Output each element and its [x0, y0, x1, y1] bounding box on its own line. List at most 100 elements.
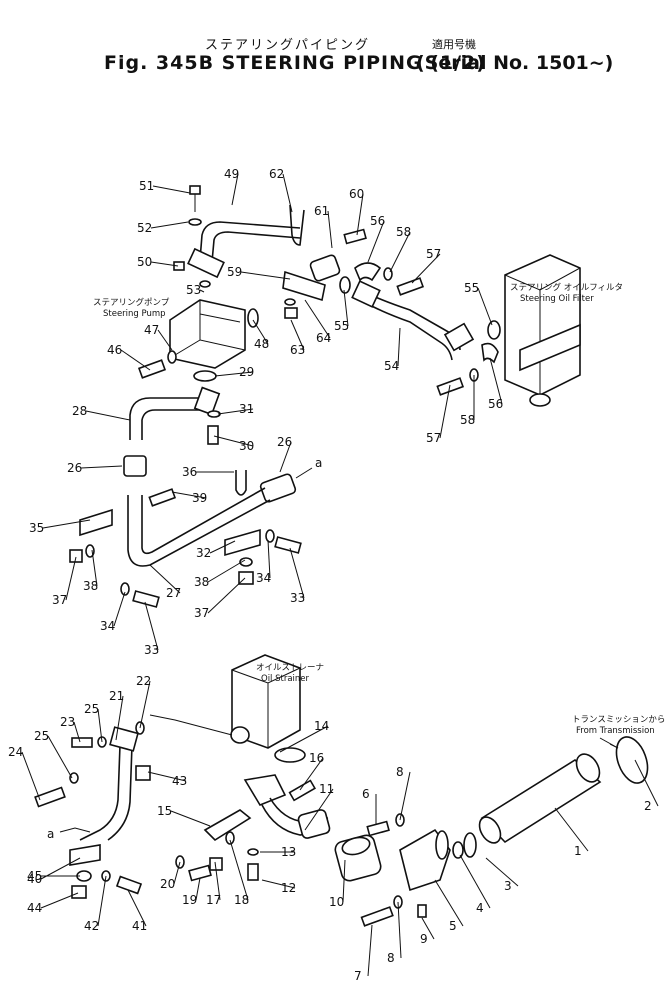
bolt-60: [343, 228, 367, 245]
callout-15: 15: [157, 804, 211, 827]
washer-47: [167, 350, 177, 364]
callout-number: 11: [319, 782, 334, 796]
callout-leader: [356, 193, 364, 236]
o-ring-14: [274, 747, 306, 763]
callout-63: 63: [290, 319, 305, 357]
clamp-61: [309, 254, 341, 282]
callout-number: 53: [186, 283, 201, 297]
callout-leader: [397, 327, 401, 367]
callout-number: 44: [27, 901, 42, 915]
callout-leader: [252, 319, 269, 345]
callout-leader: [231, 173, 239, 206]
callout-number: 7: [354, 969, 362, 982]
callout-28: 28: [72, 404, 131, 421]
steering-oil-filter: [504, 254, 581, 407]
callout-leader: [207, 577, 246, 614]
callout-number: 63: [290, 343, 305, 357]
connection-mark-upper: a: [315, 456, 322, 470]
callout-leader: [299, 757, 324, 791]
callout-44: 44: [27, 892, 79, 915]
bracket-43: [135, 765, 151, 781]
callout-55: 55: [464, 281, 493, 326]
callout-number: 26: [277, 435, 292, 449]
callout-leader: [80, 465, 123, 469]
washer-25-lower: [69, 772, 79, 784]
callout-leader: [459, 854, 491, 909]
callout-5: 5: [434, 879, 464, 933]
bolt-23: [71, 737, 93, 748]
serial-label-japanese: 適用号機: [432, 38, 476, 51]
steering-oil-filter-label-jp: ステアリング オイルフィルタ: [510, 282, 623, 293]
callout-10: 10: [329, 859, 346, 909]
clamp-56-upper: [354, 262, 382, 282]
callout-number: 56: [370, 214, 385, 228]
callout-number: 13: [281, 845, 296, 859]
bracket-40: [69, 844, 101, 866]
callout-56: 56: [488, 357, 503, 411]
callout-number: 61: [314, 204, 329, 218]
callout-4: 4: [459, 854, 491, 915]
callout-number: 50: [137, 255, 152, 269]
bolt-33-left: [132, 590, 160, 608]
callout-leader: [97, 875, 107, 927]
callout-number: 33: [144, 643, 159, 657]
callout-leader: [115, 695, 124, 741]
callout-26: 26: [67, 461, 123, 475]
callout-leader: [229, 839, 249, 901]
callout-number: 58: [396, 225, 411, 239]
callout-number: 1: [574, 844, 582, 858]
callout-leader: [434, 879, 464, 927]
callout-leader: [144, 601, 159, 651]
callout-39: 39: [171, 491, 207, 505]
oil-strainer-label: Oil Strainer: [261, 674, 310, 684]
callout-leader: [261, 879, 296, 889]
callout-leader: [485, 857, 519, 887]
callout-number: 52: [137, 221, 152, 235]
bolt-41: [115, 875, 143, 895]
callout-61: 61: [314, 204, 333, 249]
callout-23: 23: [60, 715, 81, 743]
callout-19: 19: [182, 877, 201, 907]
callout-62: 62: [269, 167, 293, 213]
callout-leader: [367, 220, 385, 263]
filter-pipe-54: [351, 280, 475, 361]
callout-14: 14: [279, 719, 329, 753]
callout-leader: [214, 371, 254, 377]
o-ring-4: [452, 841, 464, 859]
callout-59: 59: [227, 265, 291, 280]
bolt-33-right: [274, 536, 302, 554]
callout-leader: [47, 735, 73, 779]
callout-leader: [147, 771, 187, 782]
callout-number: 29: [239, 365, 254, 379]
callout-number: 15: [157, 804, 172, 818]
callout-49: 49: [224, 167, 239, 206]
callout-31: 31: [217, 402, 254, 416]
washer-52: [188, 218, 202, 226]
callout-number: 3: [504, 879, 512, 893]
callout-leader: [195, 877, 201, 901]
callout-number: 19: [182, 893, 197, 907]
callout-number: 49: [224, 167, 239, 181]
callout-number: 39: [192, 491, 207, 505]
bolt-16: [288, 779, 316, 802]
callout-number: 34: [256, 571, 271, 585]
callout-number: 25: [34, 729, 49, 743]
callout-17: 17: [206, 861, 221, 907]
callout-leader: [267, 539, 271, 579]
callout-leader: [171, 491, 207, 499]
washer-38-left: [85, 544, 95, 558]
callout-leader: [209, 540, 236, 554]
bolt-57-upper: [396, 277, 425, 296]
steering-pump-label-jp: ステアリングポンプ: [93, 297, 170, 308]
callout-number: 55: [464, 281, 479, 295]
callout-number: 60: [349, 187, 364, 201]
callout-11: 11: [304, 782, 334, 831]
callout-number: 17: [206, 893, 221, 907]
callout-55: 55: [334, 289, 349, 333]
callout-leader: [170, 810, 211, 827]
callout-leader: [634, 759, 659, 807]
callout-34: 34: [256, 539, 271, 585]
callout-number: 21: [109, 689, 124, 703]
